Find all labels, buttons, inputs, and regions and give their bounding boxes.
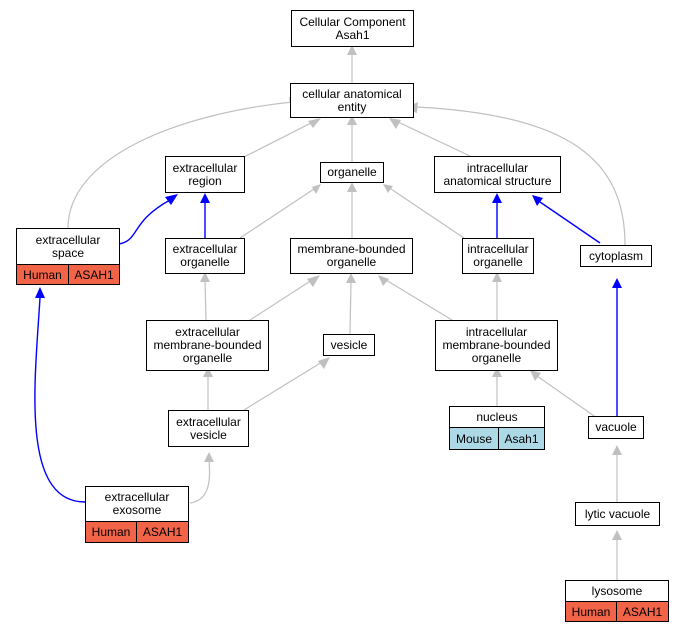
node-cellular-component[interactable]: Cellular Component Asah1 [291,10,414,47]
gene-tag-asah1: ASAH1 [616,601,669,622]
edge-ias-cae [397,121,471,157]
node-vesicle[interactable]: vesicle [323,334,375,356]
species-tag-human: Human [85,521,137,543]
blue-arrowheads [35,193,622,298]
edge-intorg-organelle [390,188,465,239]
node-intracellular-anatomical-structure[interactable]: intracellular anatomical structure [434,156,561,193]
gene-tag-asah1: ASAH1 [136,521,189,543]
blue-edges [34,199,618,503]
node-intracellular-membrane-bounded-organelle[interactable]: intracellular membrane-bounded organelle [435,320,558,371]
gene-tag-asah1: ASAH1 [68,264,120,285]
node-lysosome[interactable]: lysosome [565,580,669,601]
node-vacuole[interactable]: vacuole [588,416,644,439]
edge-exmbo-exorg [204,279,207,321]
edge-exosome-exspace [34,297,86,503]
edge-vesicle-mbo [349,280,352,335]
edge-vacuole-intmbo [536,375,598,419]
node-cytoplasm[interactable]: cytoplasm [580,245,652,267]
node-intracellular-organelle[interactable]: intracellular organelle [462,238,534,274]
node-nucleus[interactable]: nucleus [449,406,545,427]
node-lytic-vacuole[interactable]: lytic vacuole [575,502,660,526]
species-tag-mouse: Mouse [449,427,499,450]
gene-tag-asah1: Asah1 [498,427,545,450]
node-membrane-bounded-organelle[interactable]: membrane-bounded organelle [290,238,413,274]
edge-exorg-organelle [239,188,315,239]
edge-exmbo-mbo [249,279,313,321]
gray-arrowheads [200,45,622,540]
edge-intmbo-mbo [385,279,453,321]
edge-exves-vesicle [243,361,323,411]
node-extracellular-vesicle[interactable]: extracellular vesicle [168,410,249,447]
edge-exspace-exreg [118,199,171,245]
gray-edges [67,54,626,580]
edge-cytoplasm-ias [539,201,601,244]
edge-exosome-exves [189,459,211,504]
node-extracellular-region[interactable]: extracellular region [165,156,245,193]
species-tag-human: Human [16,264,69,285]
node-extracellular-space[interactable]: extracellular space [16,228,120,264]
edge-cytoplasm-cae [415,106,626,246]
node-extracellular-membrane-bounded-organelle[interactable]: extracellular membrane-bounded organelle [146,320,269,371]
species-tag-human: Human [565,601,617,622]
edge-exspace-cae [67,101,293,229]
edge-exreg-cae [243,121,314,158]
node-extracellular-exosome[interactable]: extracellular exosome [85,486,189,521]
node-cellular-anatomical-entity[interactable]: cellular anatomical entity [290,83,414,118]
node-extracellular-organelle[interactable]: extracellular organelle [165,238,245,274]
node-organelle[interactable]: organelle [320,162,384,183]
